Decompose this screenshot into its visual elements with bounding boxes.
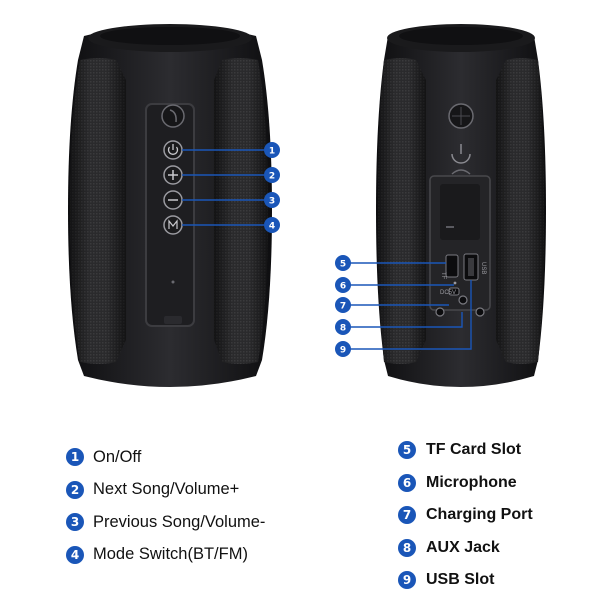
legend-label: Charging Port xyxy=(426,506,533,524)
callout-2: 2 xyxy=(269,172,275,182)
aux-jack[interactable] xyxy=(435,307,445,317)
callout-5: 5 xyxy=(340,260,346,270)
volume-down-button[interactable] xyxy=(163,190,183,210)
callout-7: 7 xyxy=(340,302,346,312)
number-badge: 9 xyxy=(398,571,416,590)
callout-6: 6 xyxy=(340,282,346,292)
legend-label: Mode Switch(BT/FM) xyxy=(93,545,248,564)
charging-port[interactable] xyxy=(448,287,460,296)
callout-8: 8 xyxy=(340,324,346,334)
tf-card-slot[interactable] xyxy=(445,254,459,278)
legend-item-usb-slot: 9 USB Slot xyxy=(398,564,533,597)
usb-slot[interactable] xyxy=(463,253,479,281)
callout-4: 4 xyxy=(269,222,275,232)
product-diagram: TF USB DC5V 1 2 3 xyxy=(68,24,546,387)
number-badge: 1 xyxy=(66,448,84,467)
callout-1: 1 xyxy=(269,147,275,157)
legend-label: AUX Jack xyxy=(426,538,500,556)
callout-lines xyxy=(182,149,472,350)
legend-label: Microphone xyxy=(426,473,517,491)
number-badge: 5 xyxy=(398,441,416,460)
dc-label: DC5V xyxy=(440,290,456,296)
legend-label: USB Slot xyxy=(426,571,495,589)
number-badge: 8 xyxy=(398,538,416,557)
callout-badges: 1 2 3 4 5 6 7 8 9 xyxy=(264,142,351,357)
volume-up-button[interactable] xyxy=(163,165,183,185)
legend-item-aux-jack: 8 AUX Jack xyxy=(398,532,533,565)
power-button[interactable] xyxy=(163,140,183,160)
number-badge: 7 xyxy=(398,506,416,525)
mode-button[interactable] xyxy=(163,215,183,235)
legend-front-controls: 1 On/Off 2 Next Song/Volume+ 3 Previous … xyxy=(66,441,265,571)
legend-label: Next Song/Volume+ xyxy=(93,480,240,499)
number-badge: 4 xyxy=(66,545,84,564)
microphone-hole xyxy=(453,281,457,285)
legend-label: Previous Song/Volume- xyxy=(93,512,266,531)
legend-item-next-song: 2 Next Song/Volume+ xyxy=(66,474,265,507)
legend-item-microphone: 6 Microphone xyxy=(398,467,533,500)
usb-label: USB xyxy=(480,262,486,274)
number-badge: 3 xyxy=(66,513,84,532)
speaker-front xyxy=(68,24,272,387)
legend-item-previous-song: 3 Previous Song/Volume- xyxy=(66,506,265,539)
legend-item-tf-card: 5 TF Card Slot xyxy=(398,434,533,467)
legend-label: On/Off xyxy=(93,447,142,466)
callout-9: 9 xyxy=(340,346,346,356)
legend-item-charging-port: 7 Charging Port xyxy=(398,499,533,532)
number-badge: 6 xyxy=(398,473,416,492)
legend-label: TF Card Slot xyxy=(426,441,522,459)
number-badge: 2 xyxy=(66,480,84,499)
speaker-back: TF USB DC5V xyxy=(376,24,546,387)
legend-back-ports: 5 TF Card Slot 6 Microphone 7 Charging P… xyxy=(398,434,533,597)
callout-3: 3 xyxy=(269,197,275,207)
tf-label: TF xyxy=(440,272,446,280)
legend-item-mode-switch: 4 Mode Switch(BT/FM) xyxy=(66,539,265,572)
legend-item-on-off: 1 On/Off xyxy=(66,441,265,474)
